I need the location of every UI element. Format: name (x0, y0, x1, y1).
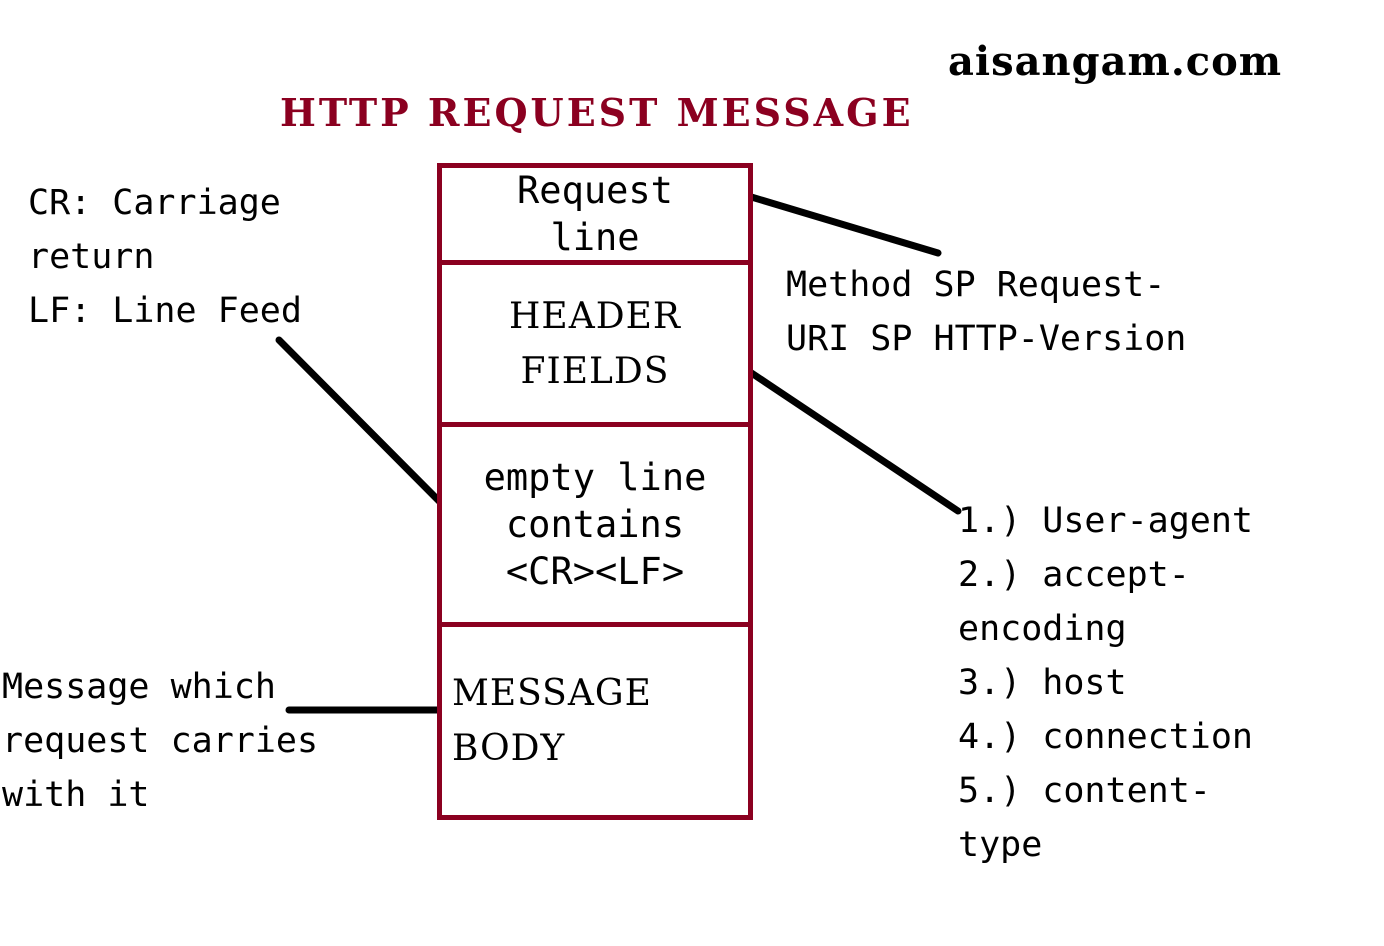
segment-message-body-text-2: BODY (452, 728, 566, 769)
segment-header-fields-text-1: HEADER (509, 295, 681, 337)
connector-request-line (744, 192, 942, 257)
http-request-message-box: Request line HEADER FIELDS empty line co… (437, 163, 753, 820)
annotation-request-line-syntax: Method SP Request- URI SP HTTP-Version (786, 265, 1187, 359)
segment-empty-line: empty line contains <CR><LF> (442, 422, 748, 622)
segment-request-line: Request line (442, 168, 748, 260)
annotation-request-line-syntax-clipped: <CRLF> (786, 362, 936, 374)
segment-empty-line-text-1: empty line (483, 456, 707, 499)
segment-message-body: MESSAGE BODY (442, 622, 748, 815)
segment-message-body-text-1: MESSAGE (452, 673, 652, 714)
connector-header-fields (746, 368, 962, 515)
segment-empty-line-text-2: contains (505, 503, 685, 546)
annotation-header-fields-list: 1.) User-agent 2.) accept- encoding 3.) … (958, 501, 1254, 865)
page-title: HTTP REQUEST MESSAGE (280, 90, 914, 135)
segment-request-line-text-2: line (550, 216, 640, 259)
site-watermark: aisangam.com (948, 38, 1283, 85)
connector-crlf-legend (275, 336, 445, 507)
segment-request-line-text-1: Request (517, 169, 673, 212)
annotation-message-body-note: Message which request carries with it (2, 667, 319, 815)
annotation-crlf-legend: CR: Carriage return LF: Line Feed (28, 183, 302, 331)
segment-header-fields-text-2: FIELDS (520, 350, 670, 392)
segment-empty-line-text-3: <CR><LF> (505, 550, 685, 593)
segment-header-fields: HEADER FIELDS (442, 260, 748, 422)
